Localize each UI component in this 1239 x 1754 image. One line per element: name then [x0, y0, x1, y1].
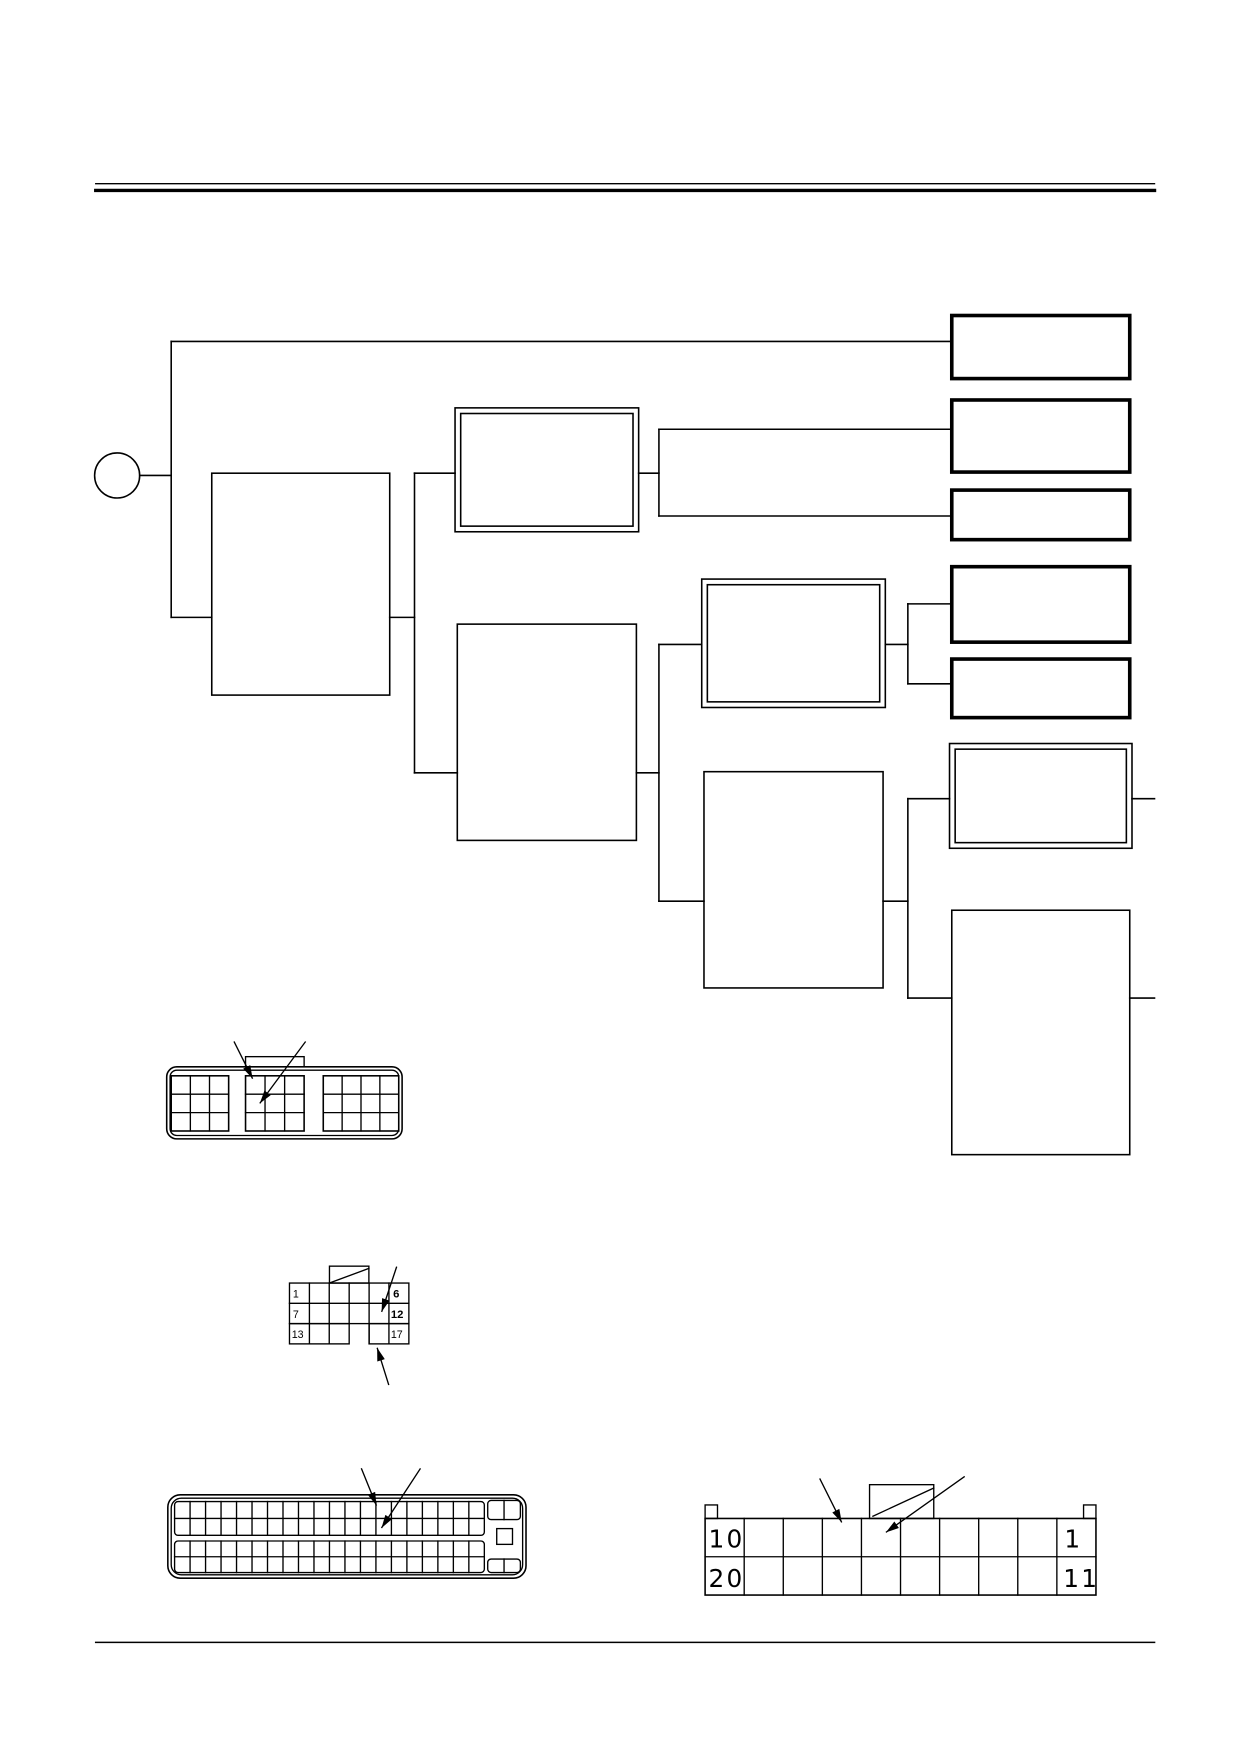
connector-d-latch-left	[704, 1504, 719, 1520]
connector-b-pin-label-12: 12	[391, 1309, 404, 1321]
box-5	[949, 657, 1132, 720]
connector-d-pin-label-11: 11	[1063, 1564, 1099, 1593]
box-1	[949, 313, 1132, 381]
connector-c	[167, 1467, 527, 1579]
box-d-outer-border	[700, 578, 887, 709]
connector-d-pin-label-20: 20	[708, 1564, 744, 1593]
page-rules	[94, 183, 1157, 1644]
connector-a-block-left-grid	[170, 1075, 230, 1132]
connector-b-bottom-row-right-frame	[368, 1322, 410, 1345]
connector-b-pin-label-13: 13	[292, 1329, 304, 1341]
box-a	[210, 472, 391, 696]
connector-b-bottom-row-left-frame	[288, 1322, 350, 1345]
connector-d-lock-tab-diagonal	[872, 1487, 935, 1518]
connector-d-pin-label-1: 1	[1064, 1525, 1082, 1554]
connector-a-pointer-arrow-2	[259, 1041, 307, 1104]
box-4	[949, 564, 1132, 644]
box-d	[700, 578, 887, 709]
box-f	[948, 742, 1133, 850]
connector-a-pointer-arrow-1	[233, 1041, 254, 1079]
flow-diagram	[93, 313, 1156, 1156]
box-g	[950, 909, 1131, 1156]
box-2	[949, 398, 1132, 474]
box-b-outer-border	[454, 407, 640, 533]
connector-c-housing-inner	[170, 1497, 524, 1576]
connector-a-block-middle	[244, 1075, 305, 1132]
box-b	[454, 407, 640, 533]
box-d-inner-border	[706, 583, 881, 703]
connector-c-housing-outer	[167, 1494, 527, 1579]
connector-b: 1 6 7 12 13 17	[288, 1265, 410, 1386]
connector-c-pointer-arrow-2	[380, 1467, 422, 1529]
connector-c-top-strip-grid	[173, 1500, 486, 1537]
connector-b-bottom-row-left-grid	[308, 1322, 330, 1345]
connector-a-block-right-grid	[322, 1075, 400, 1132]
connector-b-upper-rows-grid	[288, 1282, 410, 1345]
connector-b-lock-tab-diagonal	[328, 1267, 370, 1284]
connector-d-pin-grid	[704, 1517, 1097, 1596]
box-f-inner-border	[954, 748, 1128, 844]
box-e	[703, 770, 884, 989]
connector-d-pin-label-10: 10	[708, 1525, 744, 1554]
connector-d: 10 1 20 11	[704, 1475, 1099, 1596]
connector-a-block-left	[170, 1075, 230, 1132]
connector-d-latch-right	[1082, 1504, 1097, 1520]
connector-b-pointer-arrow-2	[376, 1347, 390, 1386]
connector-a-block-middle-frame	[244, 1075, 305, 1132]
connector-c-side-key-square	[496, 1527, 514, 1546]
box-c	[456, 623, 638, 842]
connector-c-pointer-arrow-1	[360, 1468, 378, 1506]
connector-b-pin-label-7: 7	[293, 1309, 299, 1321]
box-b-inner-border	[459, 412, 634, 527]
start-node	[93, 452, 141, 499]
connector-a-block-left-frame	[170, 1075, 230, 1132]
connector-b-pin-label-17: 17	[391, 1329, 403, 1341]
connector-a	[165, 1041, 403, 1140]
connector-a-block-middle-grid	[244, 1075, 305, 1132]
connector-a-block-right	[322, 1075, 400, 1132]
box-f-outer-border	[948, 742, 1133, 850]
connector-a-lock-tab	[244, 1055, 305, 1068]
connector-b-pin-label-1: 1	[293, 1289, 299, 1301]
connector-d-pointer-arrow-1	[819, 1478, 843, 1523]
connector-b-pointer-arrow-1	[380, 1266, 398, 1313]
box-3	[949, 488, 1132, 542]
connector-d-pointer-arrow-2	[885, 1475, 966, 1533]
connector-b-pin-label-6: 6	[393, 1289, 399, 1301]
connector-c-bottom-strip-grid	[173, 1540, 486, 1574]
